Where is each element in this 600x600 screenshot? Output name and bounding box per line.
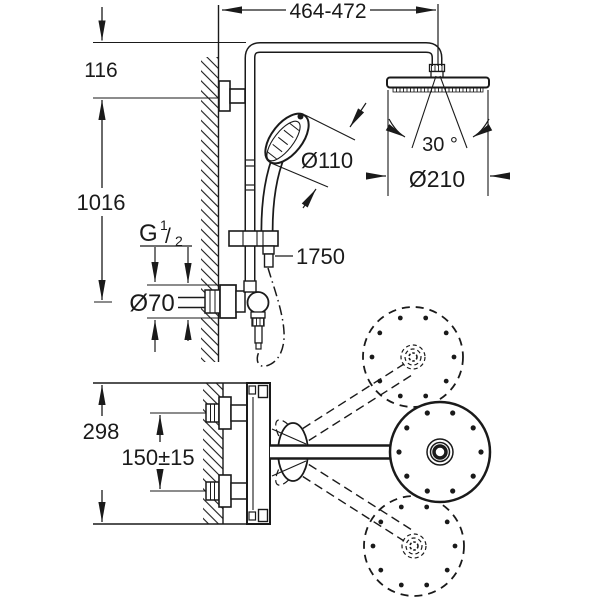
thread-g: G [139, 220, 158, 247]
dim-210-label: Ø210 [409, 166, 465, 192]
diverter-ball [246, 291, 270, 314]
dimension-top-width: 464-472 [222, 0, 439, 66]
dimension-thread-g12: G 1 / 2 [139, 217, 192, 283]
escutcheon-bottom [218, 474, 232, 508]
dimension-116-1016: 116 1016 [77, 7, 246, 303]
dim-110-label: Ø110 [301, 148, 353, 173]
lower-view-borders [93, 382, 270, 525]
wall-escutcheon [219, 284, 237, 319]
dim-70-label: Ø70 [129, 290, 174, 317]
dimension-hose-1750: 1750 [275, 244, 345, 269]
thread-den: 2 [175, 233, 183, 249]
shower-hose [256, 267, 285, 367]
slide-bar-holder [228, 230, 279, 268]
dim-116-label: 116 [84, 59, 117, 82]
thread-num: 1 [160, 217, 168, 233]
head-position-up-dashed [362, 306, 464, 408]
spray-face [392, 87, 484, 93]
escutcheon-top [218, 396, 232, 430]
dim-298-label: 298 [83, 419, 120, 444]
dim-30deg-label: 30 ° [422, 134, 458, 156]
dim-top-width-label: 464-472 [289, 0, 366, 23]
thread-slash: / [165, 225, 171, 248]
shower-riser-and-arm [244, 42, 443, 293]
hand-shower-face [266, 120, 301, 162]
dim-1016-label: 1016 [77, 190, 126, 215]
dim-150-label: 150±15 [121, 445, 194, 470]
head-position-down-dashed [363, 495, 465, 597]
dimension-body-298: 298 [83, 385, 120, 522]
dimension-connections-150: 150±15 [121, 412, 206, 492]
hand-shower [260, 112, 310, 232]
hose-nipple [255, 342, 262, 350]
dimension-hand-shower-110: Ø110 [270, 102, 367, 209]
head-shower [386, 63, 490, 93]
hose-connector [263, 253, 274, 268]
inlet-valve [178, 280, 270, 350]
thermostat-body-top-view [205, 382, 271, 525]
wall-bracket [218, 80, 246, 112]
head-position-center [388, 400, 492, 504]
dimension-head-tilt-30: 30 ° [385, 75, 493, 156]
head-rotation-dashed-positions [275, 306, 465, 597]
dimension-inlet-70: Ø70 [129, 284, 219, 352]
dim-1750-label: 1750 [296, 244, 345, 269]
dimension-head-210: Ø210 [366, 90, 510, 196]
